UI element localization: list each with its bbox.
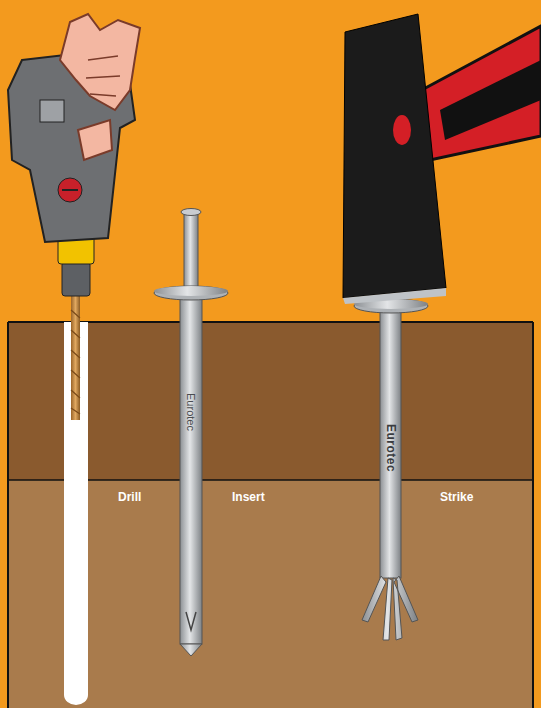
brand-marking: Eurotec — [185, 377, 197, 447]
step-label: Strike — [440, 490, 473, 504]
step-label: Drill — [118, 490, 141, 504]
brand-marking: Eurotec — [384, 411, 398, 485]
hammer — [343, 14, 541, 304]
nail-anchor-expanded — [354, 299, 428, 640]
hammer-drill — [8, 14, 140, 420]
step-label: Insert — [232, 490, 265, 504]
nail-anchor-inserted — [154, 209, 228, 657]
